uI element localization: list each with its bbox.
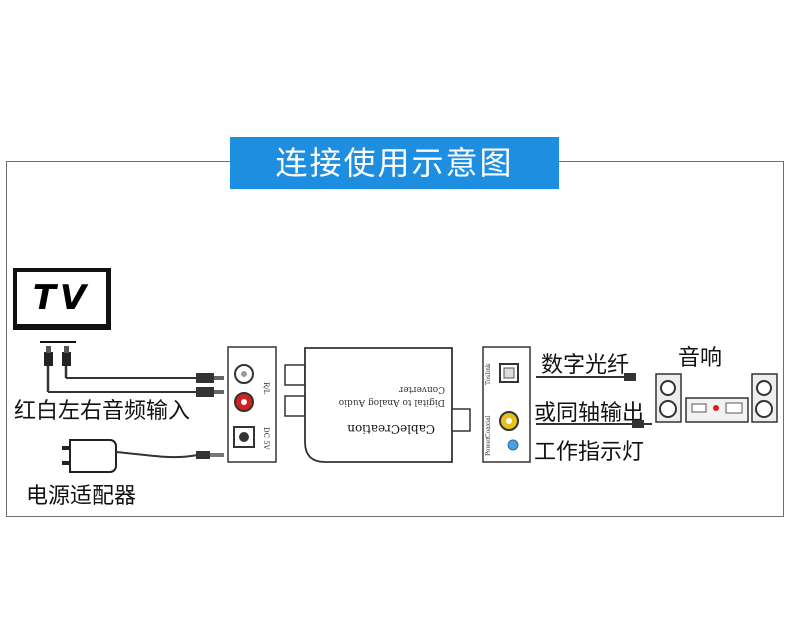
port-optical-text: Toslink: [485, 363, 492, 385]
coaxial-label: 或同轴输出: [534, 401, 645, 426]
tv-label: TV: [32, 278, 91, 318]
port-rl-text: R/L: [262, 382, 270, 395]
power-adapter-label: 电源适配器: [26, 484, 137, 509]
optical-label: 数字光纤: [541, 353, 630, 378]
indicator-label: 工作指示灯: [534, 440, 645, 465]
port-dc-text: DC 5V: [262, 427, 270, 451]
tv-icon: TV: [13, 268, 111, 330]
device-line2-text: Converter: [398, 384, 445, 394]
left-port-panel: [227, 346, 277, 463]
tv-stand-line: [40, 341, 76, 343]
brand-text: CableCreation: [347, 422, 435, 436]
converter-device: [284, 347, 471, 463]
speaker-label: 音响: [678, 346, 723, 371]
right-port-panel: [482, 346, 531, 463]
speaker-system-icon: [655, 373, 778, 423]
diagram-title: 连接使用示意图: [230, 137, 559, 189]
port-coaxial-text: Coaxial: [485, 415, 492, 438]
output-cables: [536, 373, 652, 428]
power-adapter-icon: [62, 439, 224, 473]
rca-input-label: 红白左右音频输入: [14, 399, 191, 424]
rca-plugs-icon: [44, 346, 224, 397]
port-power-text: Power: [485, 437, 492, 456]
device-line1-text: Digital to Analog Audio: [339, 397, 445, 407]
